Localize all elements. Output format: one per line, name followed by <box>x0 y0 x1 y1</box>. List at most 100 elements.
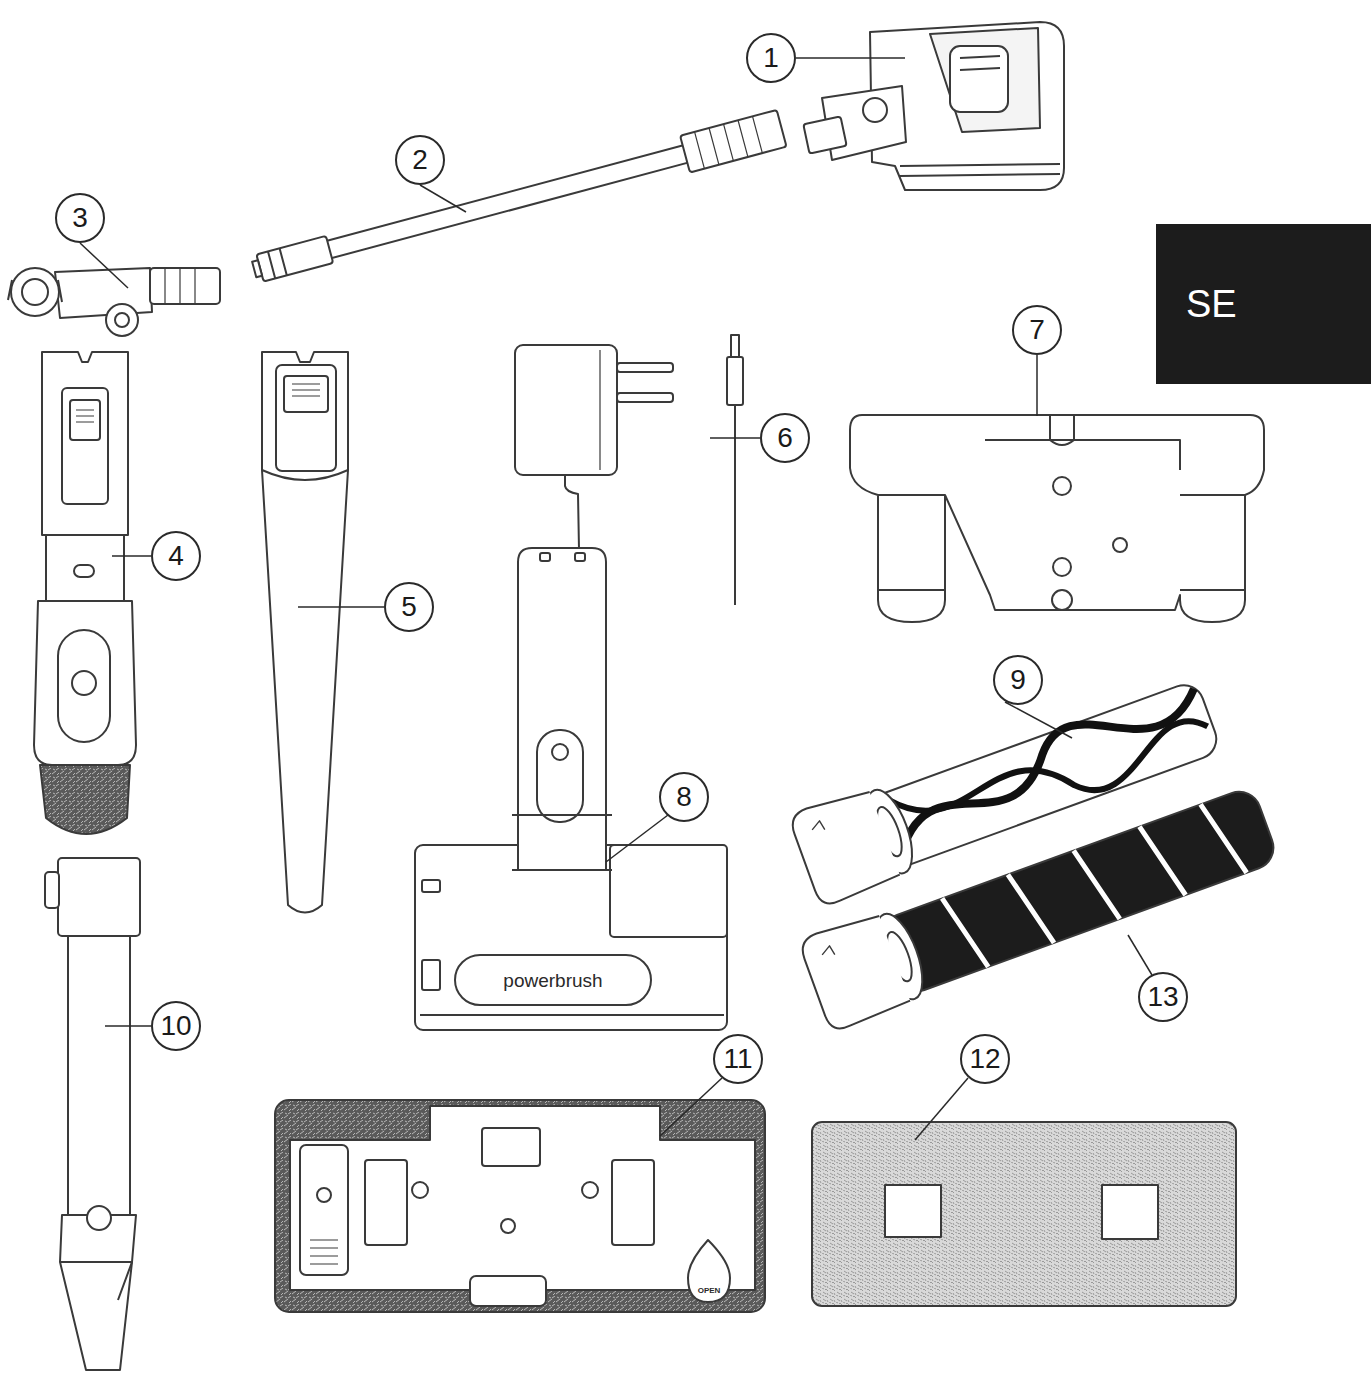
mop-base <box>317 1188 331 1202</box>
crevice-tool <box>284 376 328 412</box>
mop-base <box>688 1240 730 1302</box>
powerbrush-head <box>540 553 550 561</box>
extension-tube <box>296 140 706 266</box>
mini-turbo-brush <box>8 268 220 336</box>
wall-mount <box>1050 415 1074 445</box>
extension-tube <box>268 248 287 278</box>
callout-text: 8 <box>676 781 692 813</box>
dusting-brush <box>34 601 136 765</box>
bristle-roller <box>788 786 901 907</box>
soft-roller <box>798 776 1283 1032</box>
mini-turbo-brush <box>8 280 62 302</box>
leader-line <box>660 1078 722 1136</box>
crevice-tool <box>262 352 348 913</box>
long-crevice-tool <box>45 858 140 1370</box>
mini-turbo-brush <box>165 268 195 304</box>
wall-mount <box>985 440 1180 470</box>
mini-turbo-brush <box>115 313 129 327</box>
powerbrush-head <box>575 553 585 561</box>
extension-tube <box>252 260 262 277</box>
wall-mount <box>1052 590 1072 610</box>
callout-number: 10 <box>151 1001 201 1051</box>
dusting-brush <box>72 671 96 695</box>
leader-line <box>1128 935 1152 975</box>
leader-line <box>1036 355 1038 416</box>
leader-line <box>915 1078 968 1140</box>
leader-line <box>80 243 128 288</box>
bristle-roller <box>810 820 825 834</box>
mop-base <box>412 1182 428 1198</box>
mini-turbo-brush <box>150 268 220 304</box>
dusting-brush <box>42 352 128 535</box>
callout-number: 13 <box>1138 972 1188 1022</box>
callout-number: 2 <box>395 135 445 185</box>
leader-line <box>298 606 384 608</box>
mini-turbo-brush <box>55 268 152 318</box>
mop-base <box>310 1240 338 1264</box>
callout-text: 3 <box>72 202 88 234</box>
powerbrush-head <box>422 880 440 892</box>
extension-tube <box>249 110 786 288</box>
charger-adapter <box>617 363 673 372</box>
wall-mount <box>850 415 1264 622</box>
soft-roller <box>820 945 835 959</box>
crevice-tool <box>262 470 348 480</box>
dusting-brush <box>62 388 108 504</box>
powerbrush-head <box>537 730 583 822</box>
extension-tube <box>680 110 786 173</box>
callout-number: 1 <box>746 33 796 83</box>
mop-base <box>482 1128 540 1166</box>
callout-number: 8 <box>659 772 709 822</box>
callout-text: 5 <box>401 591 417 623</box>
long-crevice-tool <box>58 858 140 936</box>
powerbrush-head <box>455 955 651 1005</box>
callout-text: 12 <box>969 1043 1000 1075</box>
soft-roller <box>876 786 1279 998</box>
mop-cloth <box>1102 1185 1158 1239</box>
leader-line <box>710 437 760 439</box>
callout-text: 4 <box>168 540 184 572</box>
charger-adapter <box>515 345 617 475</box>
soft-roller <box>942 798 1247 974</box>
callout-number: 6 <box>760 413 810 463</box>
mop-base <box>290 1106 755 1290</box>
leader-line <box>1005 702 1072 738</box>
mop-base <box>470 1276 546 1306</box>
wall-mount <box>1053 477 1071 495</box>
leader-line <box>105 1025 151 1027</box>
mini-turbo-brush <box>11 268 59 316</box>
language-code: SE <box>1186 283 1237 326</box>
callout-text: 11 <box>723 1043 752 1075</box>
dusting-brush <box>34 352 136 834</box>
main-unit <box>863 98 887 122</box>
crevice-tool <box>276 365 336 471</box>
main-unit <box>960 56 1000 70</box>
wall-mount <box>1113 538 1127 552</box>
callout-number: 3 <box>55 193 105 243</box>
powerbrush-head <box>420 1014 724 1016</box>
callout-number: 5 <box>384 582 434 632</box>
callout-number: 7 <box>1012 305 1062 355</box>
main-unit <box>930 28 1040 132</box>
charger-adapter <box>599 350 600 470</box>
cap-label: OPEN <box>698 1286 721 1295</box>
mop-base <box>612 1160 654 1245</box>
powerbrush-head <box>552 744 568 760</box>
callout-text: 9 <box>1010 664 1026 696</box>
callout-text: 7 <box>1029 314 1045 346</box>
wall-mount <box>1053 558 1071 576</box>
mop-cloth <box>812 1122 1236 1306</box>
powerbrush-head <box>415 845 727 1030</box>
callout-text: 13 <box>1147 981 1178 1013</box>
main-unit <box>950 46 1008 112</box>
mop-base <box>501 1219 515 1233</box>
dusting-brush <box>46 535 124 601</box>
powerbrush-head <box>422 960 440 990</box>
main-unit <box>803 22 1064 190</box>
main-unit <box>803 116 846 153</box>
powerbrush-head <box>518 548 606 870</box>
dusting-brush <box>40 765 130 834</box>
callout-number: 4 <box>151 531 201 581</box>
